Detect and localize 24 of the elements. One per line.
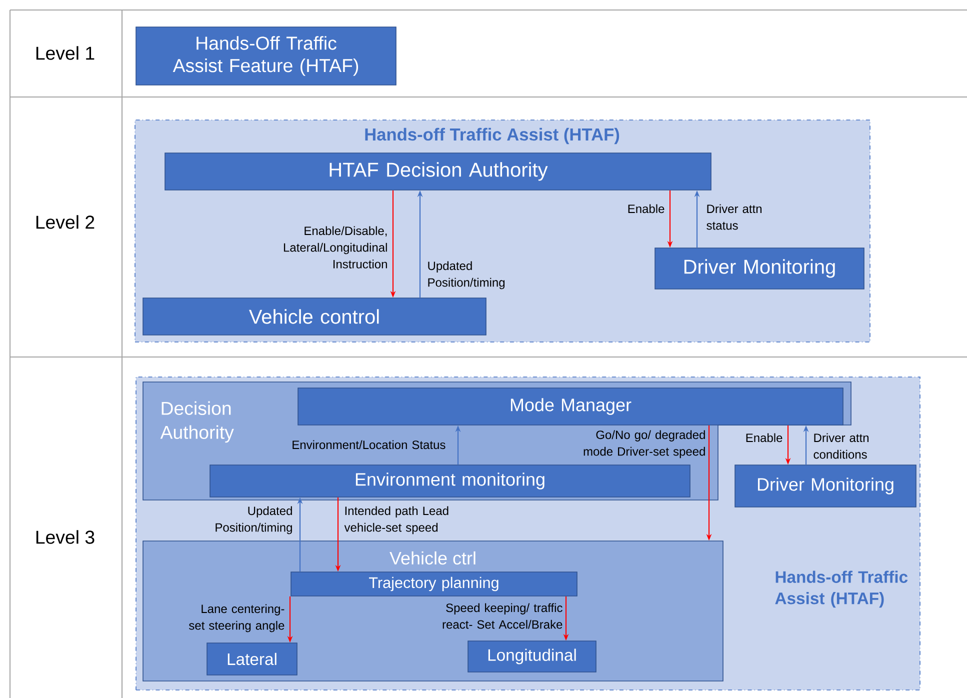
edge-label: Updated Position/timing	[428, 261, 505, 290]
edge-label: Driver attn status	[706, 204, 762, 230]
edge-label: Lane centering- set steering angle	[189, 604, 284, 632]
edge-label: Intended path Lead vehicle-set speed	[344, 506, 448, 534]
process-box: Driver Monitoring	[654, 248, 864, 290]
process-box: Trajectory planning	[290, 572, 578, 596]
process-box: Environment monitoring	[210, 464, 690, 498]
process-box: Hands-Off Traffic Assist Feature (HTAF)	[136, 26, 396, 86]
row-label: Level 2	[36, 215, 94, 229]
edge-label: Enable	[746, 433, 782, 442]
process-box: Driver Monitoring	[734, 464, 916, 508]
row-label: Level 3	[36, 530, 94, 544]
edge-label: Environment/Location Status	[292, 440, 446, 450]
edge-label: Enable	[628, 204, 664, 214]
edge-label: Speed keeping/ traffic react- Set Accel/Brake	[442, 603, 562, 629]
process-box: Vehicle control	[142, 298, 486, 336]
edge-label: Updated Position/timing	[216, 506, 292, 534]
edge-label: Go/No go/ degraded mode Driver-set speed	[584, 430, 705, 458]
edge-label: Enable/Disable, Lateral/Longitudinal Instruction	[284, 226, 387, 268]
row-label: Level 1	[36, 46, 94, 60]
process-box: Mode Manager	[298, 388, 844, 426]
process-box: Lateral	[206, 642, 298, 676]
process-box: HTAF Decision Authority	[164, 152, 712, 190]
process-box: Longitudinal	[468, 640, 596, 672]
